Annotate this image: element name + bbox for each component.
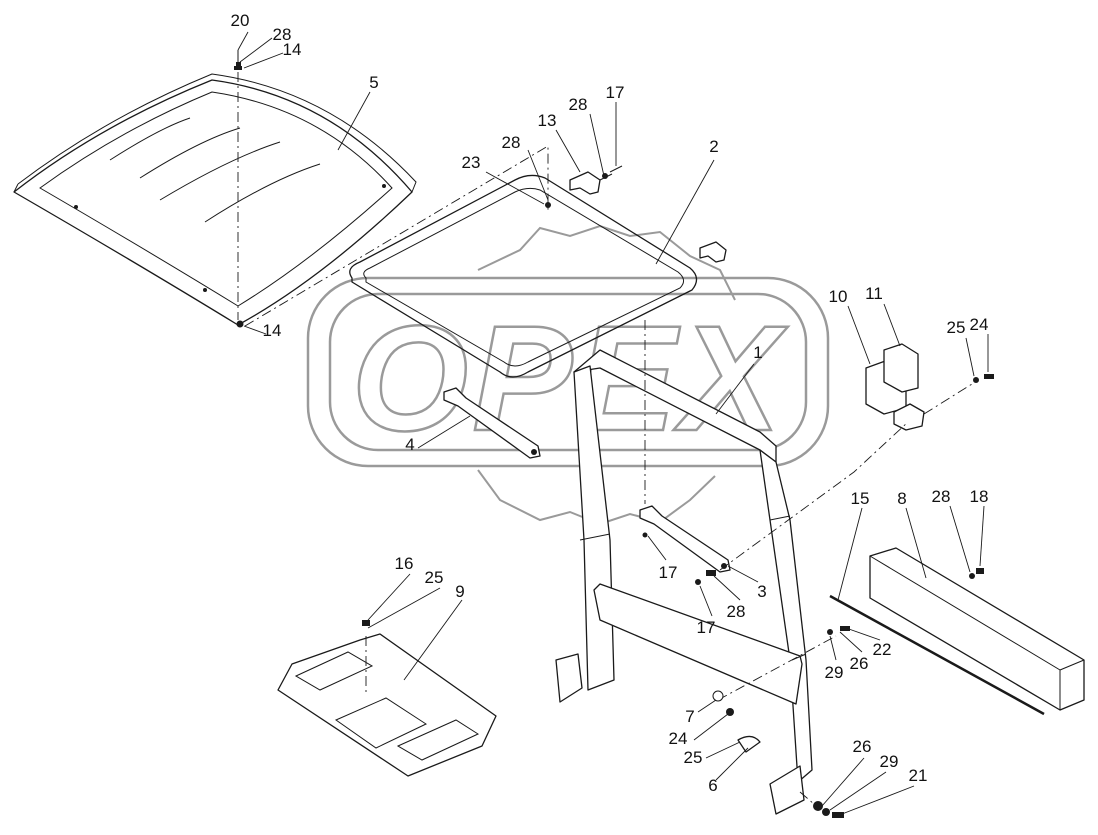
callout-15: 15 <box>851 489 870 508</box>
callout-11: 11 <box>865 284 883 303</box>
callout-24: 24 <box>970 315 989 334</box>
callout-24: 24 <box>669 729 688 748</box>
callout-22: 22 <box>873 640 892 659</box>
callout-18: 18 <box>970 487 989 506</box>
right-strap <box>639 320 731 573</box>
clamp-assembly <box>865 343 994 431</box>
callout-28: 28 <box>273 25 292 44</box>
callout-5: 5 <box>369 73 378 92</box>
callout-17: 17 <box>697 618 716 637</box>
callout-4: 4 <box>405 435 414 454</box>
callout-28: 28 <box>932 487 951 506</box>
callout-17: 17 <box>606 83 625 102</box>
callout-26: 26 <box>850 654 869 673</box>
callout-26: 26 <box>853 737 872 756</box>
callout-16: 16 <box>395 554 414 573</box>
rops-frame <box>555 349 813 815</box>
callout-2: 2 <box>709 137 718 156</box>
callout-7: 7 <box>685 707 694 726</box>
callout-25: 25 <box>947 318 966 337</box>
callout-3: 3 <box>757 582 766 601</box>
callout-25: 25 <box>425 568 444 587</box>
leader-lines <box>237 31 989 815</box>
callout-20: 20 <box>231 11 250 30</box>
floor-mat <box>277 620 497 777</box>
callout-29: 29 <box>880 752 899 771</box>
watermark-frame-outer <box>306 276 830 468</box>
callout-13: 13 <box>538 111 557 130</box>
callout-28: 28 <box>569 95 588 114</box>
roof-panel <box>13 73 417 328</box>
callout-17: 17 <box>659 563 678 582</box>
left-strap <box>443 387 541 459</box>
frame-ring <box>349 174 698 378</box>
callout-21: 21 <box>909 766 928 785</box>
watermark: OPEX <box>306 224 830 526</box>
callout-28: 28 <box>502 133 521 152</box>
callout-1: 1 <box>753 343 762 362</box>
callout-28: 28 <box>727 602 746 621</box>
callout-29: 29 <box>825 663 844 682</box>
callout-10: 10 <box>829 287 848 306</box>
rod <box>829 594 1045 716</box>
rear-cushion <box>869 547 1085 711</box>
callout-9: 9 <box>455 582 464 601</box>
watermark-text: OPEX <box>352 294 789 462</box>
upper-brackets <box>569 165 727 263</box>
callout-8: 8 <box>897 489 906 508</box>
roof-hardware <box>234 50 549 327</box>
callout-6: 6 <box>708 776 717 795</box>
callout-25: 25 <box>684 748 703 767</box>
watermark-frame-inner <box>328 292 808 452</box>
callout-14: 14 <box>263 321 282 340</box>
callout-14: 14 <box>283 40 302 59</box>
misc-hardware <box>642 421 909 818</box>
callout-23: 23 <box>462 153 481 172</box>
